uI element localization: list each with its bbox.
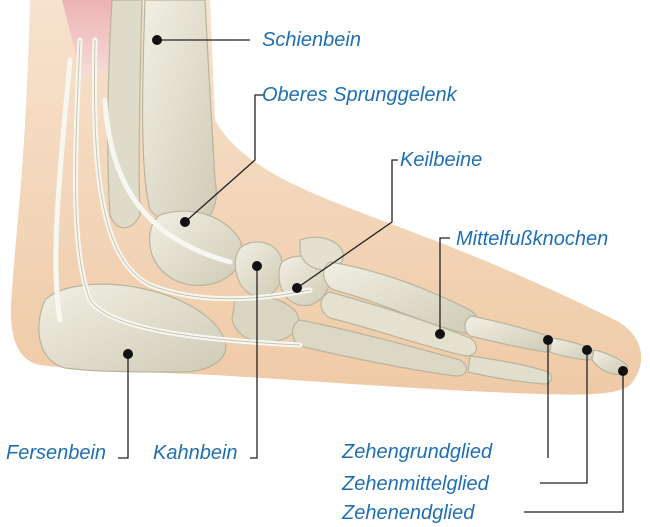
label-zehengrundglied: Zehengrundglied — [342, 441, 492, 463]
marker-dot-fersenbein — [123, 349, 133, 359]
marker-dot-mittelfussknochen — [435, 329, 445, 339]
label-oberes-sprunggelenk: Oberes Sprunggelenk — [262, 84, 457, 106]
label-zehenmittelglied: Zehenmittelglied — [342, 473, 489, 495]
marker-dot-zehenendglied — [618, 366, 628, 376]
label-schienbein: Schienbein — [262, 29, 361, 51]
marker-dot-zehengrundglied — [543, 335, 553, 345]
label-kahnbein: Kahnbein — [153, 442, 238, 464]
label-fersenbein: Fersenbein — [6, 442, 106, 464]
marker-dot-kahnbein — [252, 261, 262, 271]
marker-dot-schienbein — [152, 35, 162, 45]
tibia-bone — [143, 0, 217, 227]
label-keilbeine: Keilbeine — [400, 149, 482, 171]
label-zehenendglied: Zehenendglied — [342, 502, 474, 524]
fibula-bone — [108, 0, 142, 228]
marker-dot-zehenmittelglied — [582, 345, 592, 355]
label-mittelfussknochen: Mittelfußknochen — [456, 228, 608, 250]
marker-dot-keilbeine — [292, 283, 302, 293]
marker-dot-oberes-sprunggelenk — [180, 217, 190, 227]
